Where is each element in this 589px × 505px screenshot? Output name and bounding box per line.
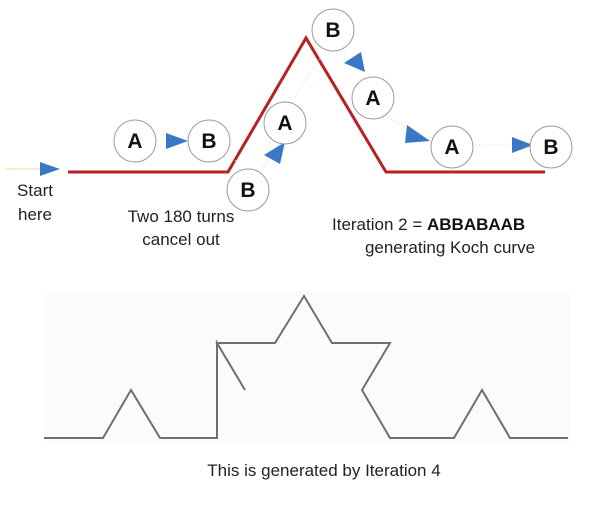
- node-6-label: A: [365, 87, 380, 110]
- node-3: B: [226, 168, 270, 212]
- koch-curve: [44, 294, 568, 439]
- start-label-line1: Start: [17, 181, 53, 200]
- start-arrowhead: [40, 162, 60, 176]
- node-2: B: [187, 119, 231, 163]
- node-1: A: [113, 119, 157, 163]
- node-8: B: [529, 125, 573, 169]
- koch-panel: [44, 292, 570, 442]
- red-path: [68, 35, 545, 174]
- iteration-string: ABBABAAB: [427, 215, 525, 234]
- iteration-label-line1: Iteration 2 = ABBABAAB: [332, 215, 525, 234]
- caption: This is generated by Iteration 4: [207, 461, 440, 480]
- node-4-label: A: [277, 112, 292, 135]
- link-2-3: [231, 154, 237, 163]
- arrowhead-1-2: [166, 133, 188, 149]
- start-label-line2: here: [18, 205, 52, 224]
- node-5: B: [311, 8, 355, 52]
- node-7-label: A: [444, 136, 459, 159]
- node-1-label: A: [127, 130, 142, 153]
- arrowhead-3-4: [264, 142, 285, 164]
- arrowhead-7-8: [512, 137, 533, 153]
- turns-label-line2: cancel out: [142, 230, 220, 249]
- arrowhead-6-7: [405, 125, 430, 143]
- iteration-prefix: Iteration 2 =: [332, 215, 427, 234]
- turns-label-line1: Two 180 turns: [128, 207, 235, 226]
- node-7: A: [430, 125, 474, 169]
- node-3-label: B: [240, 179, 255, 202]
- node-5-label: B: [325, 19, 340, 42]
- node-4: A: [263, 101, 307, 145]
- arrowhead-5-6: [344, 52, 365, 72]
- node-6: A: [351, 76, 395, 120]
- iteration-label-line2: generating Koch curve: [365, 238, 535, 257]
- node-8-label: B: [543, 136, 558, 159]
- node-2-label: B: [201, 130, 216, 153]
- link-4-5: [289, 57, 321, 106]
